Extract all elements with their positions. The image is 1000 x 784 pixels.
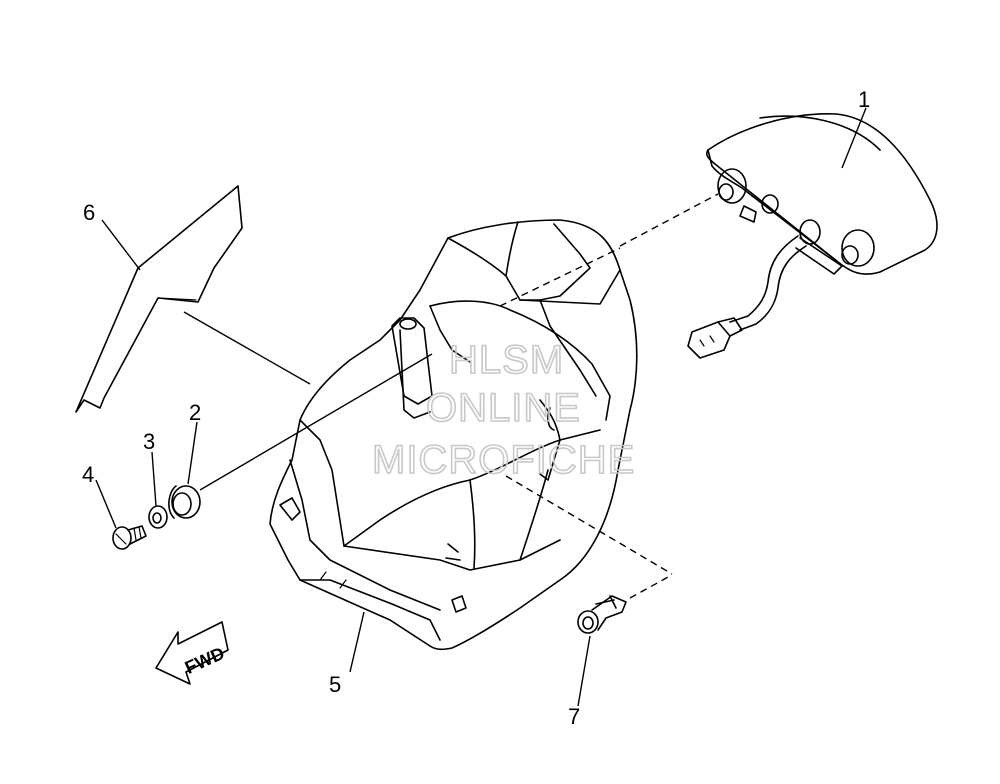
part-6-panel[interactable] — [75, 185, 243, 413]
direction-label: FWD — [182, 643, 228, 678]
watermark-line-2: ONLINE — [426, 386, 581, 430]
callout-1: 1 — [858, 87, 870, 112]
callout-2: 2 — [189, 400, 201, 425]
part-2-grommet[interactable] — [168, 485, 201, 519]
callout-labels: 1 2 3 4 5 6 7 — [82, 87, 870, 729]
callout-6: 6 — [83, 200, 95, 225]
watermark-line-1: HLSM — [449, 338, 564, 382]
forward-direction-arrow-icon: FWD — [155, 621, 229, 685]
callout-4: 4 — [82, 462, 94, 487]
part-3-washer[interactable] — [148, 505, 168, 529]
callout-3: 3 — [143, 429, 155, 454]
part-4-screw[interactable] — [112, 525, 147, 550]
part-1-tail-light[interactable] — [687, 113, 938, 359]
watermark-line-3: MICROFICHE — [372, 438, 635, 482]
callout-5: 5 — [329, 672, 341, 697]
part-7-clip[interactable] — [577, 595, 627, 634]
leader-lines — [95, 107, 867, 707]
watermark: HLSM ONLINE MICROFICHE — [371, 337, 635, 483]
callout-7: 7 — [568, 704, 580, 729]
part-5-rear-housing[interactable] — [269, 219, 638, 651]
